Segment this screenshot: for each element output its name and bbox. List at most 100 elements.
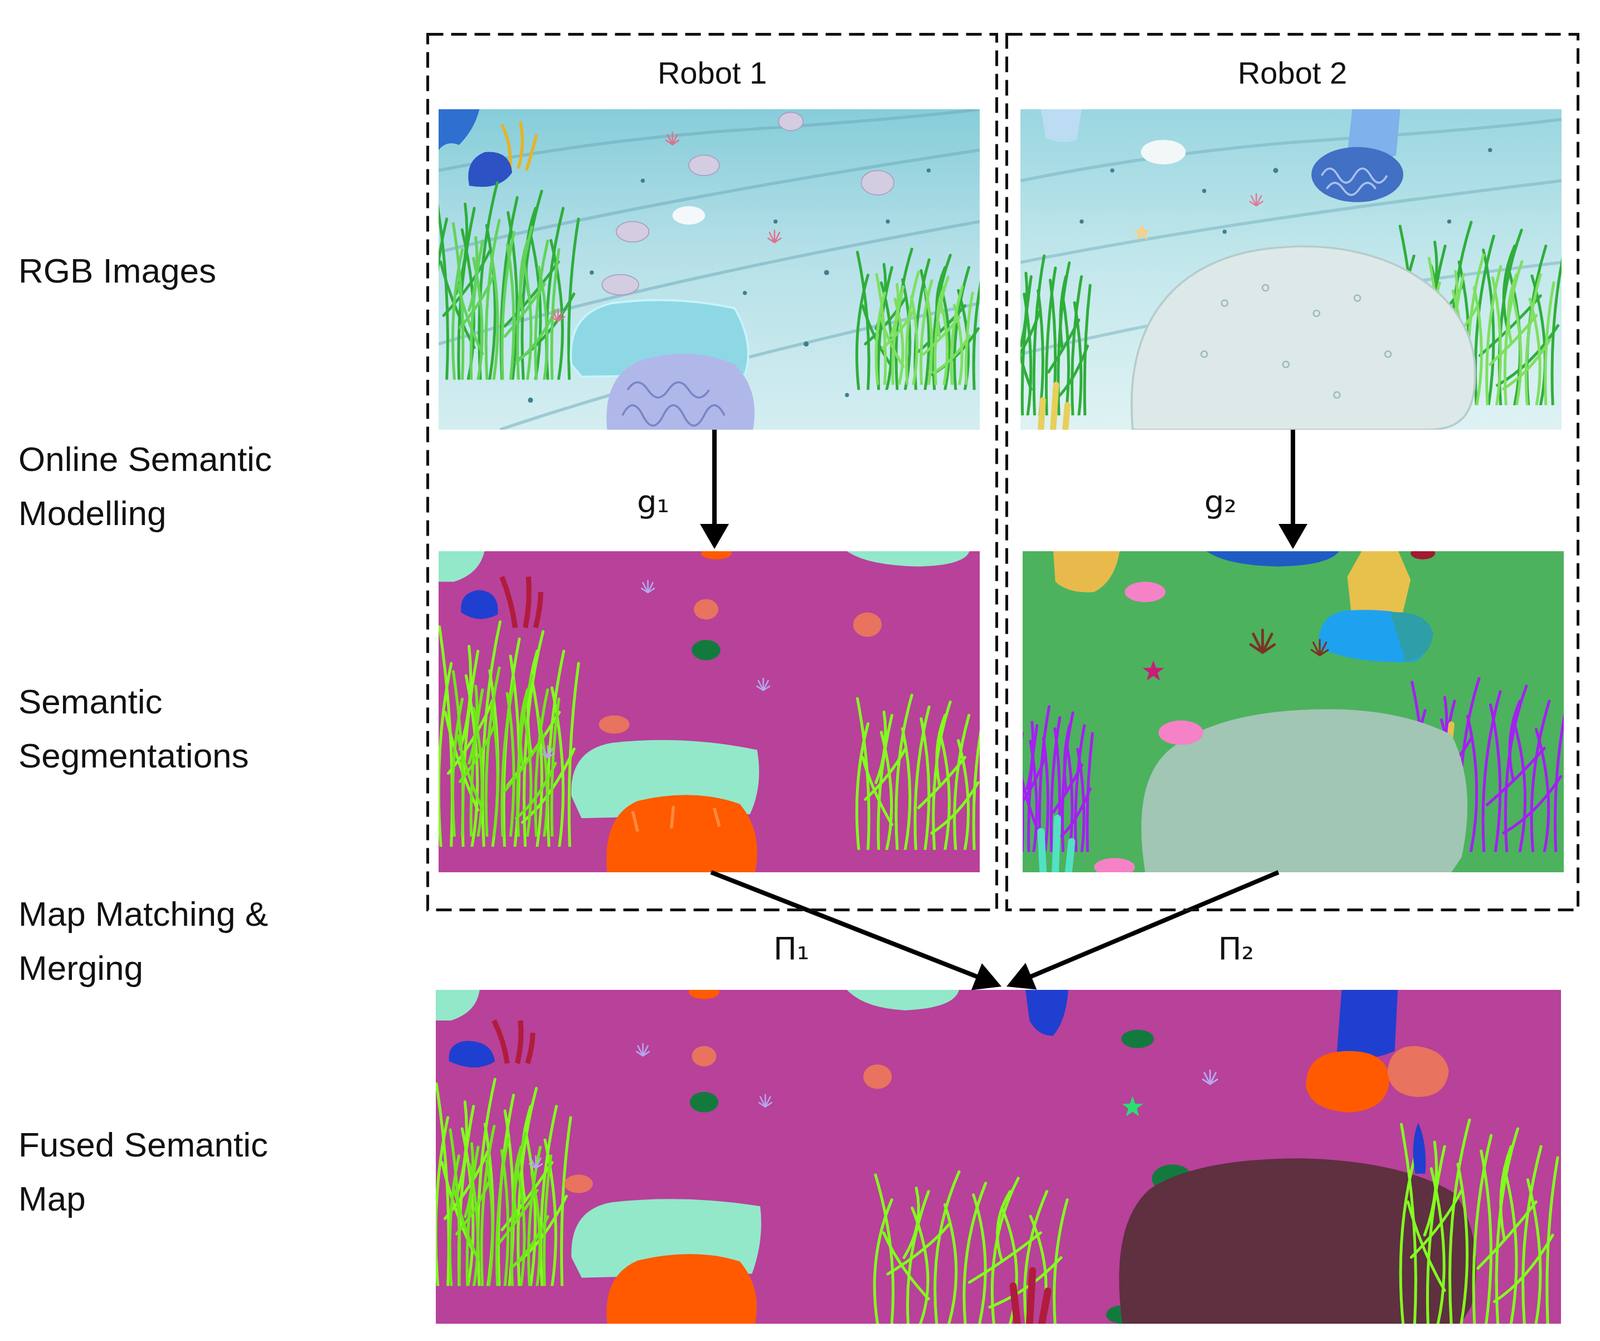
starfish	[767, 230, 781, 243]
brain-coral	[606, 353, 755, 430]
frond-class	[493, 1020, 533, 1064]
brain-coral-ridges	[622, 382, 725, 426]
stage-label: Map Matching & Merging	[18, 886, 320, 995]
model-arrow-line	[1290, 429, 1296, 527]
seagrass-class	[1400, 1119, 1558, 1324]
mapping-symbol: Π₂	[1218, 929, 1255, 967]
small-coral-class	[863, 1064, 892, 1089]
coral-class	[1053, 551, 1120, 593]
fused-map-image	[435, 984, 1561, 1324]
arrows	[699, 429, 1308, 991]
starfish-class	[641, 580, 655, 593]
rgb-image	[433, 109, 982, 430]
column-coral-class	[1347, 551, 1412, 615]
starfish-class	[759, 1094, 772, 1107]
seagrass-class	[856, 694, 982, 850]
sand-ripple	[438, 109, 980, 430]
coral-class	[1206, 551, 1340, 567]
table-coral-class	[1119, 1158, 1477, 1324]
coral-pore	[1262, 284, 1269, 291]
starfish-class	[756, 678, 770, 691]
sand-spot	[885, 219, 890, 224]
coral-pore	[1313, 310, 1320, 317]
seagrass-class	[449, 1126, 552, 1286]
coral-pore	[1221, 299, 1228, 306]
brain-coral-ridges	[1321, 168, 1387, 196]
segmentation-image	[438, 547, 982, 873]
starfish-class	[1121, 1096, 1144, 1117]
fan-coral-class	[448, 1041, 495, 1068]
arrowhead	[1006, 962, 1037, 990]
small-coral-class	[599, 715, 630, 734]
ice-coral	[1041, 109, 1082, 143]
coral-pore	[1200, 351, 1208, 358]
starfish	[665, 132, 679, 145]
coral-class	[847, 551, 970, 567]
dashed-outline	[426, 32, 999, 912]
table-coral-class	[1141, 708, 1468, 873]
merge-arrow-line	[1030, 872, 1279, 977]
brain-coral-class	[1305, 1051, 1390, 1113]
brain-coral-class	[1387, 1046, 1449, 1098]
white-coral-class	[1124, 581, 1166, 603]
brain-coral-class	[606, 1253, 757, 1324]
stage-label: Fused Semantic Map	[18, 1117, 320, 1226]
water-ground	[438, 109, 980, 430]
starfish	[551, 308, 565, 322]
starfish-class	[1311, 639, 1329, 656]
mapping-symbol: Π₁	[773, 929, 810, 967]
brain-coral-streak	[632, 805, 720, 832]
starfish-class	[636, 1043, 650, 1057]
seagrass	[433, 182, 579, 380]
sand-spot	[1202, 188, 1206, 193]
brain-coral-class	[688, 984, 720, 1000]
merge-arrow-line	[711, 872, 979, 977]
model-arrow-line	[712, 429, 717, 527]
dashed-outline	[1005, 32, 1580, 912]
sand-spot	[589, 270, 594, 275]
sand-spot	[1222, 229, 1227, 234]
yellow-coral	[1041, 384, 1068, 430]
starfish-class	[1250, 629, 1275, 653]
seagrass	[856, 249, 982, 391]
seagrass-class	[452, 667, 559, 837]
coral-class	[847, 989, 960, 1011]
robot-title: Robot 2	[1005, 54, 1580, 92]
frond-class	[502, 576, 542, 628]
yellow-coral-class	[1013, 1270, 1048, 1324]
blue-coral	[438, 109, 480, 150]
coral-pore	[1384, 351, 1392, 358]
stage-label: Semantic Segmentations	[18, 674, 320, 783]
sand-spot	[1487, 148, 1492, 153]
starfish-class	[529, 1155, 543, 1169]
mapping-symbol: g₂	[1204, 482, 1237, 520]
arrowhead	[1278, 523, 1308, 549]
sand-spot	[1272, 167, 1278, 173]
brain-coral-class	[1390, 611, 1434, 661]
arrowhead	[699, 523, 729, 549]
dashed-border	[1007, 34, 1579, 911]
coral-class	[435, 989, 480, 1021]
starfish-class	[1142, 660, 1164, 681]
small-coral	[778, 112, 804, 131]
small-coral-class	[693, 599, 719, 620]
brain-coral-class	[701, 547, 732, 560]
brain-coral	[1311, 147, 1404, 203]
dashed-border	[428, 34, 998, 911]
robot-title: Robot 1	[426, 54, 999, 92]
sand-spot	[926, 168, 931, 173]
white-coral-class	[1121, 1029, 1155, 1048]
sand-spot	[803, 341, 809, 347]
segmentation-image	[1015, 547, 1566, 877]
coral-class	[438, 551, 485, 582]
starfish-class	[541, 745, 554, 758]
sand-spot	[1447, 219, 1452, 224]
sand-spot	[1110, 168, 1115, 173]
sand-spot	[844, 392, 849, 397]
small-coral-class	[564, 1174, 593, 1194]
fan-coral-class	[460, 589, 499, 619]
starfish	[1250, 193, 1263, 206]
sand-spot	[742, 290, 747, 295]
blue-fan-coral	[468, 152, 513, 188]
